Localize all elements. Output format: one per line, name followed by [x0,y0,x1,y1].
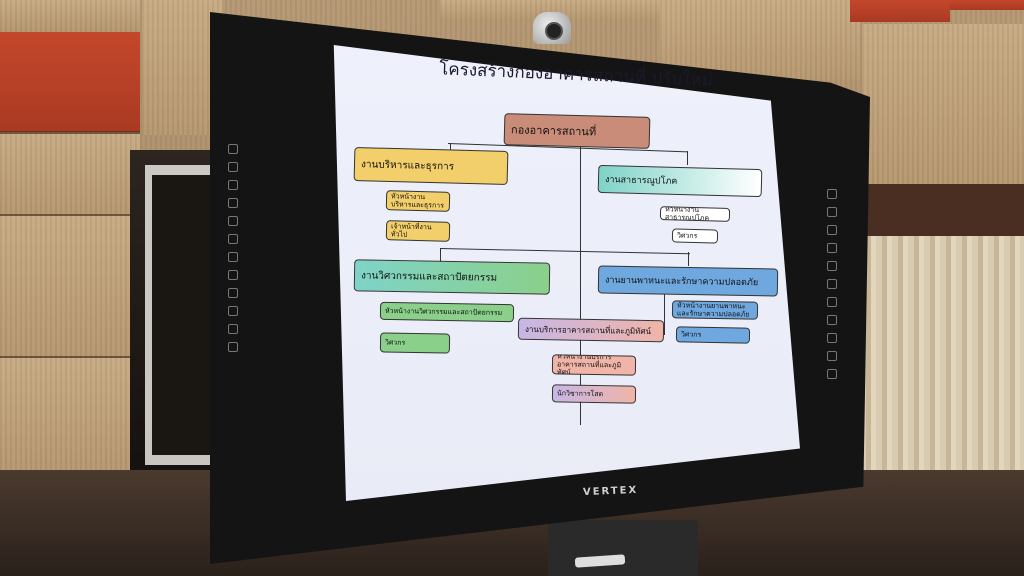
wall-panel [0,358,140,470]
connector-line [688,252,689,266]
node-label: เจ้าหน้าที่งานทั่วไป [390,222,432,239]
org-node-utility-head: หัวหน้างานสาธารณูปโภค [659,206,731,222]
toolbar-icon [827,189,837,199]
connector-line [687,151,688,165]
org-node-engineering-engineer: วิศวกร [379,332,451,354]
wall-panel [0,216,140,356]
node-label: งานสาธารณูปโภค [604,175,678,187]
wall-panel-red [0,32,140,132]
camera-lens [545,22,563,40]
node-label: งานยานพาหนะและรักษาความปลอดภัย [604,275,759,289]
connector-line [580,143,581,425]
wall-panel-red [950,0,1024,10]
node-label: วิศวกร [384,338,406,347]
panel-seam [0,131,140,134]
toolbar-icon [228,162,238,172]
toolbar-icon [228,324,238,334]
node-label: งานบริหารและธุรการ [360,158,455,173]
toolbar-icon [228,198,238,208]
node-label: หัวหน้างานบริการอาคารสถานที่และภูมิทัศน์ [556,354,622,376]
node-label: วิศวกร [676,231,698,241]
org-node-building: งานบริการอาคารสถานที่และภูมิทัศน์ [517,317,665,343]
org-node-root: กองอาคารสถานที่ [503,113,651,149]
org-node-utility-engineer: วิศวกร [671,228,719,244]
connector-line [664,293,665,335]
panel-seam [860,184,1024,236]
slide-title: โครงสร้างกองอาคารสถานที่ ปรับใหม่ [438,59,714,91]
node-label: วิศวกร [680,330,702,339]
toolbar-icon [827,279,837,289]
org-node-engineering-head: หัวหน้างานวิศวกรรมและสถาปัตยกรรม [379,301,515,323]
toolbar-icon [228,252,238,262]
right-bezel-toolbar [826,185,838,415]
org-node-building-head: หัวหน้างานบริการอาคารสถานที่และภูมิทัศน์ [551,354,637,376]
node-label: กองอาคารสถานที่ [510,123,597,139]
monitor-stand [548,520,698,576]
org-node-transport: งานยานพาหนะและรักษาความปลอดภัย [597,265,779,297]
toolbar-icon [228,342,238,352]
wall-panel [440,0,660,20]
wall-panel [0,0,140,30]
connector-line [439,248,690,255]
panel-seam [0,356,140,358]
node-label: หัวหน้างานยานพาหนะและรักษาความปลอดภัย [676,301,750,319]
toolbar-icon [827,297,837,307]
org-node-transport-head: หัวหน้างานยานพาหนะและรักษาความปลอดภัย [671,300,759,320]
toolbar-icon [228,306,238,316]
toolbar-icon [228,270,238,280]
wall-panel [142,0,222,135]
node-label: หัวหน้างานวิศวกรรมและสถาปัตยกรรม [384,306,503,317]
toolbar-icon [827,333,837,343]
org-node-transport-engineer: วิศวกร [675,326,751,344]
toolbar-icon [827,369,837,379]
toolbar-icon [228,144,238,154]
org-node-building-staff: นักวิชาการโสต [551,384,637,404]
node-label: งานวิศวกรรมและสถาปัตยกรรม [360,269,498,284]
toolbar-icon [228,180,238,190]
door-opening [152,175,212,455]
node-label: นักวิชาการโสต [556,389,604,399]
wall-panel [862,24,1024,184]
org-node-admin-staff: เจ้าหน้าที่งานทั่วไป [385,220,451,242]
conference-camera [527,4,577,52]
toolbar-icon [827,243,837,253]
wall-panel [660,0,860,80]
toolbar-icon [228,288,238,298]
connector-line [440,248,441,262]
node-label: งานบริการอาคารสถานที่และภูมิทัศน์ [524,324,652,336]
left-bezel-toolbar [226,140,240,390]
toolbar-icon [827,207,837,217]
org-node-utility: งานสาธารณูปโภค [597,164,763,198]
org-node-engineering: งานวิศวกรรมและสถาปัตยกรรม [353,259,551,295]
toolbar-icon [827,225,837,235]
org-node-admin-head: หัวหน้างานบริหารและธุรการ [385,190,451,212]
wall-panel [0,134,140,214]
toolbar-icon [827,315,837,325]
toolbar-icon [827,351,837,361]
toolbar-icon [228,234,238,244]
panel-seam [0,214,140,216]
org-node-admin: งานบริหารและธุรการ [353,146,509,186]
node-label: หัวหน้างานบริหารและธุรการ [390,192,445,210]
wall-panel-red [850,0,950,22]
toolbar-icon [228,216,238,226]
org-chart-slide: โครงสร้างกองอาคารสถานที่ ปรับใหม่ กองอาค… [330,45,800,501]
node-label: หัวหน้างานสาธารณูปโภค [664,206,710,222]
toolbar-icon [827,261,837,271]
